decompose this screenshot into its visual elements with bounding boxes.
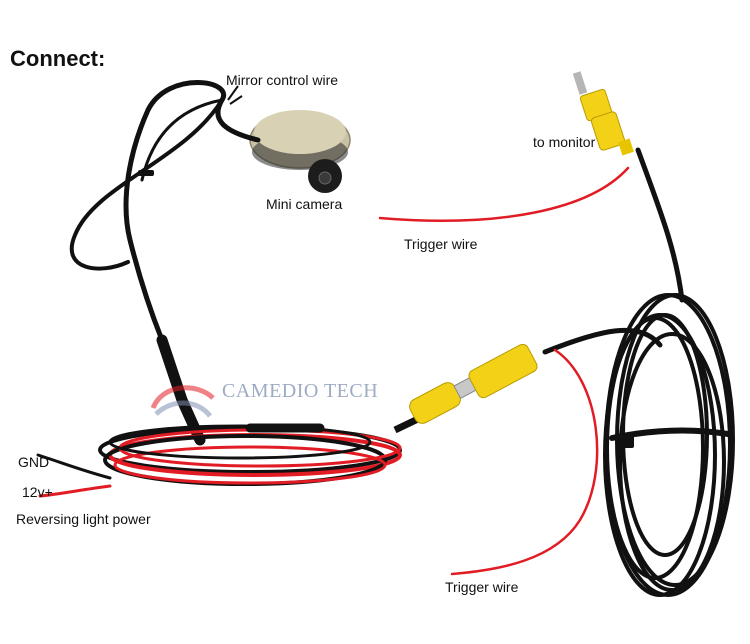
watermark-logo-icon (150, 385, 215, 418)
rca-plug-to-monitor (572, 71, 634, 156)
watermark-text: CAMEDIO TECH (222, 380, 379, 402)
camera-lens (318, 171, 332, 185)
rca-joint (393, 343, 538, 434)
mirror-control-wire-ends (227, 85, 243, 105)
twelve-volt-label: 12v+ (22, 484, 53, 500)
gnd-label: GND (18, 454, 50, 470)
zip-ties (138, 170, 634, 448)
power-leads (36, 453, 112, 498)
video-cable-coil (542, 147, 735, 597)
trigger-wire-top-label: Trigger wire (404, 236, 478, 252)
mini-camera (249, 110, 351, 193)
to-monitor-label: to monitor (533, 134, 596, 150)
trigger-wires (378, 166, 630, 576)
mirror-control-wire-label: Mirror control wire (226, 72, 339, 88)
adhesive-pad-top (254, 110, 346, 154)
page-title: Connect: (10, 46, 106, 71)
trigger-wire-bottom-label: Trigger wire (445, 579, 519, 595)
reversing-light-power-label: Reversing light power (16, 511, 151, 527)
mini-camera-label: Mini camera (266, 196, 343, 212)
power-wire-coil (98, 423, 402, 486)
